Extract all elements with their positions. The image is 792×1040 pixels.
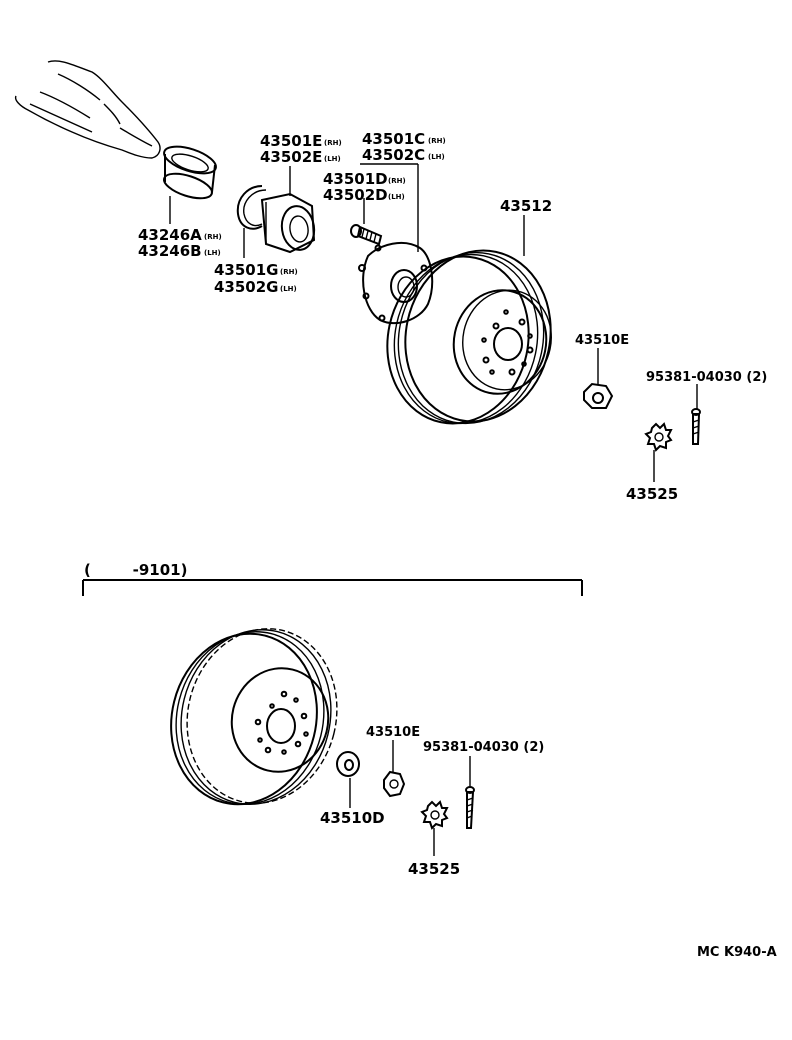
label-43525-bottom: 43525 [408, 860, 460, 878]
label-43501c-side: (RH) [428, 137, 446, 145]
label-43501e: 43501E [260, 132, 322, 150]
label-43246a: 43246A [138, 226, 202, 244]
hub-bolt-icon [350, 224, 383, 246]
hand-pointer-icon [14, 60, 161, 159]
label-43525-top: 43525 [626, 485, 678, 503]
toothed-washer-bottom-icon [420, 800, 449, 830]
label-43502d: 43502D [323, 186, 388, 204]
label-95381-bottom: 95381-04030 (2) [423, 740, 544, 755]
label-43501e-side: (RH) [324, 139, 342, 147]
label-43502e: 43502E [260, 148, 322, 166]
label-43246b: 43246B [138, 242, 202, 260]
label-95381-top: 95381-04030 (2) [646, 370, 767, 385]
date-range-bracket [82, 579, 583, 596]
oil-seal-icon [163, 145, 217, 200]
washer-43510d-icon [336, 751, 360, 777]
label-43501g: 43501G [214, 261, 279, 279]
label-43246b-side: (LH) [204, 249, 221, 257]
wheel-bearing-icon [260, 192, 316, 254]
label-43501d: 43501D [323, 170, 388, 188]
label-43510d: 43510D [320, 809, 385, 827]
label-43512: 43512 [500, 197, 552, 215]
label-43502d-side: (LH) [388, 193, 405, 201]
axle-hub-icon [358, 241, 434, 325]
screw-bottom-icon [465, 786, 475, 829]
label-date-range: ( -9101) [84, 561, 187, 579]
label-43502c-side: (LH) [428, 153, 445, 161]
label-43502e-side: (LH) [324, 155, 341, 163]
nut-bottom-icon [383, 770, 406, 798]
label-43510e-top: 43510E [575, 333, 629, 348]
toothed-washer-top-icon [644, 422, 673, 452]
disc-rotor-bottom-icon [170, 628, 338, 806]
figure-code: MC K940-A [697, 945, 777, 960]
screw-top-icon [691, 408, 701, 445]
label-43246a-side: (RH) [204, 233, 222, 241]
label-43502g: 43502G [214, 278, 279, 296]
label-43501d-side: (RH) [388, 177, 406, 185]
label-43502g-side: (LH) [280, 285, 297, 293]
nut-top-icon [583, 382, 614, 409]
label-43501c: 43501C [362, 130, 425, 148]
label-43510e-bottom: 43510E [366, 725, 420, 740]
label-43501g-side: (RH) [280, 268, 298, 276]
snap-ring-icon [236, 185, 267, 230]
label-43502c: 43502C [362, 146, 425, 164]
disc-rotor-top-icon [386, 249, 552, 425]
